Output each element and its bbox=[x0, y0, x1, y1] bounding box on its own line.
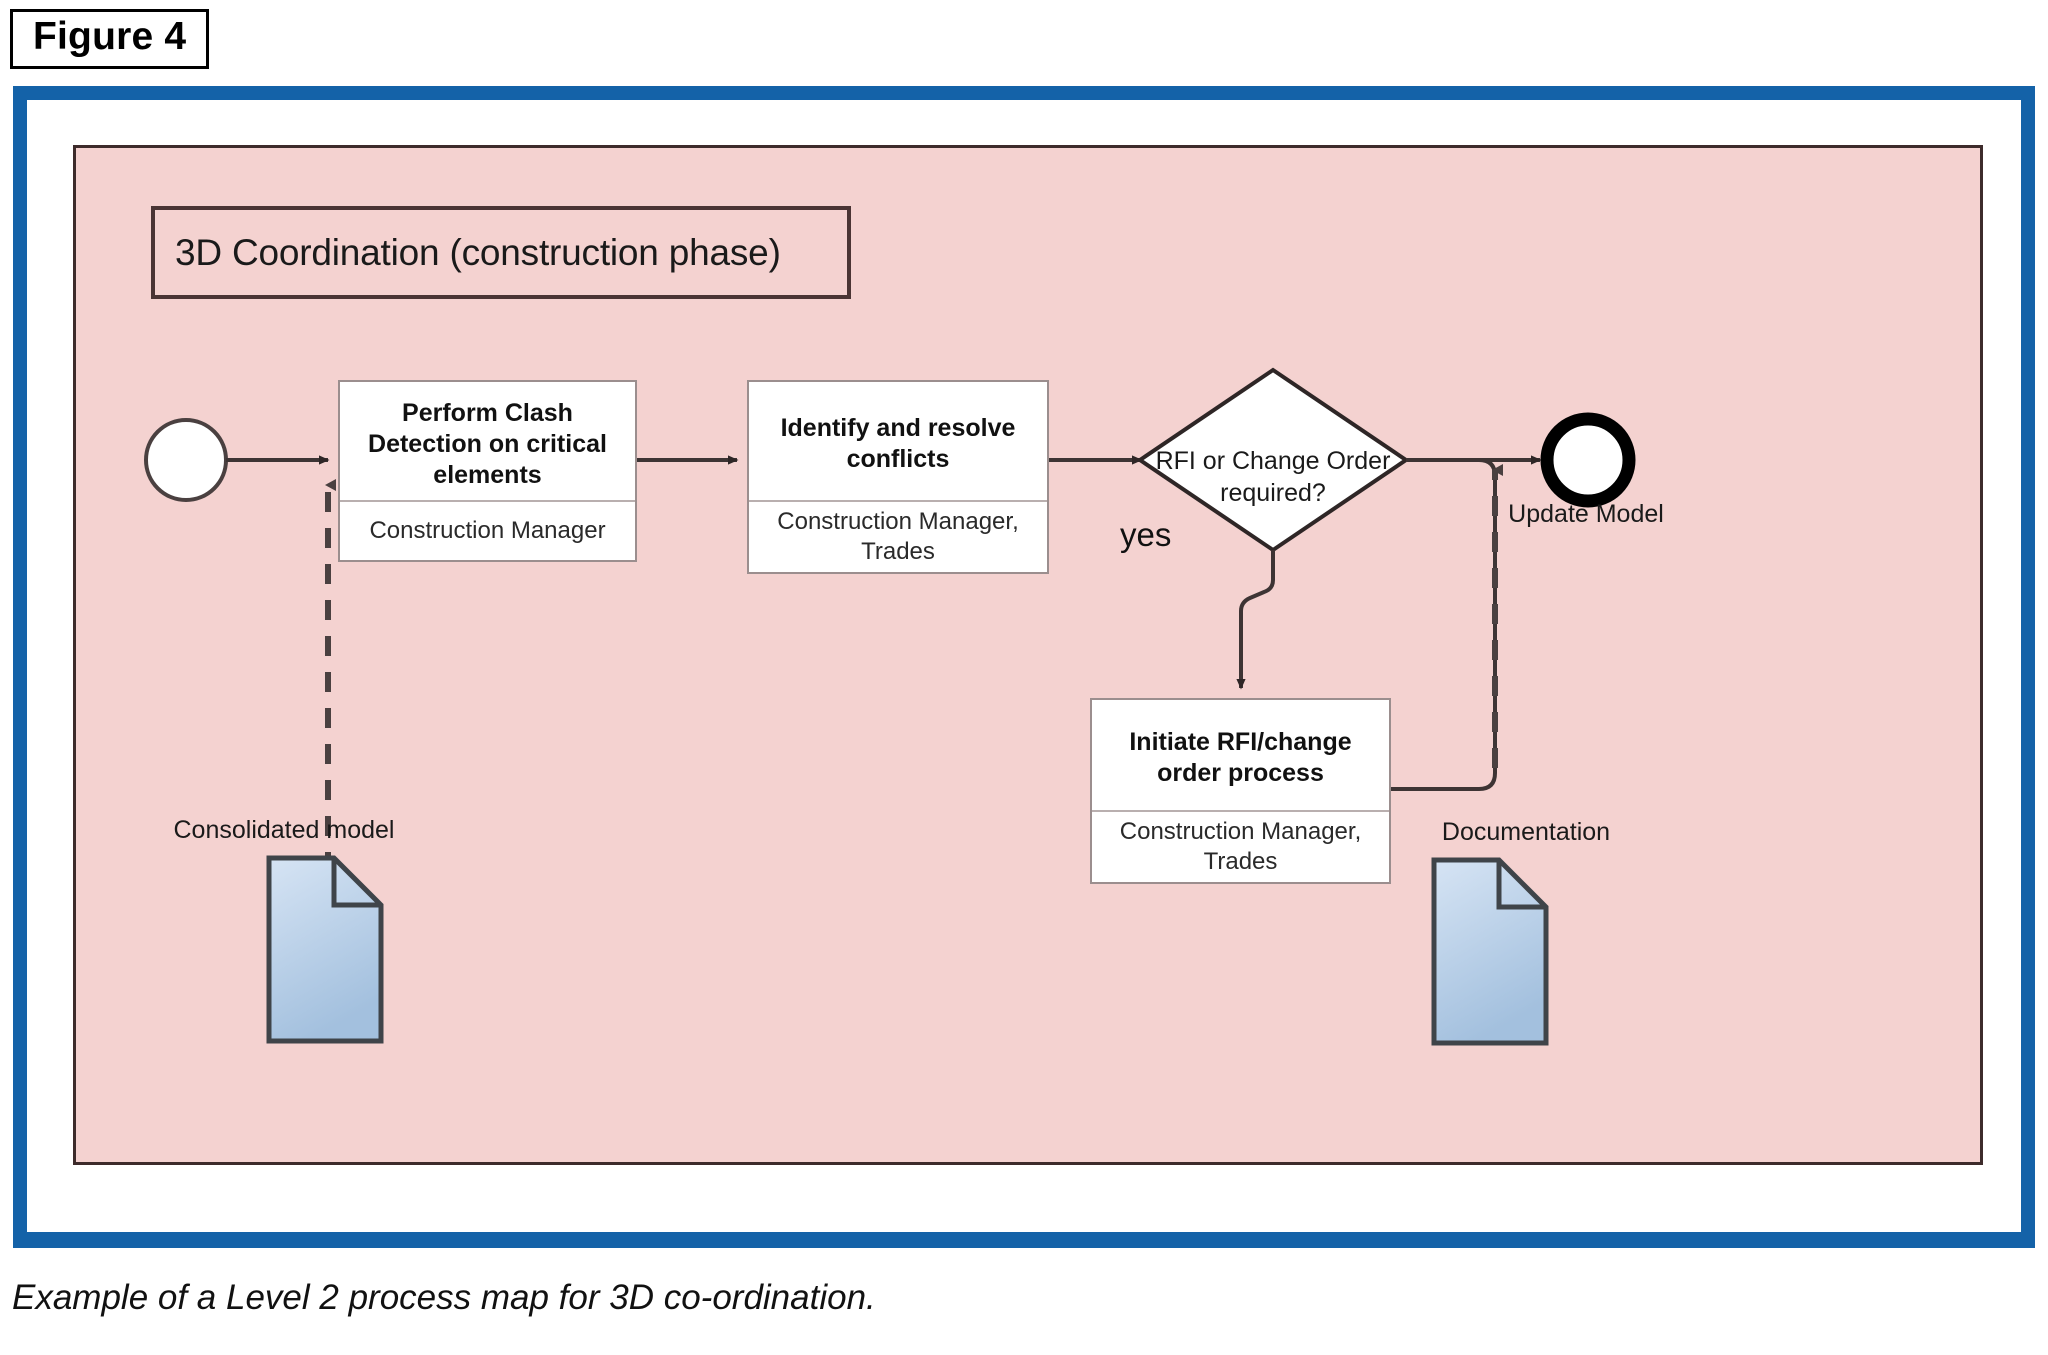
figure-caption: Example of a Level 2 process map for 3D … bbox=[12, 1278, 876, 1317]
task-title-text: Initiate RFI/change order process bbox=[1129, 728, 1352, 787]
start-event-icon bbox=[144, 418, 228, 502]
figure-frame-inner: 3D Coordination (construction phase) Per… bbox=[27, 100, 2021, 1232]
task-title: Identify and resolve conflicts bbox=[749, 382, 1047, 500]
figure-tag: Figure 4 bbox=[10, 9, 210, 69]
pool-title: 3D Coordination (construction phase) bbox=[151, 206, 851, 299]
document-icon-consolidated-model bbox=[266, 855, 384, 1044]
task-title: Perform Clash Detection on critical elem… bbox=[340, 382, 635, 500]
task-title: Initiate RFI/change order process bbox=[1092, 700, 1389, 810]
flow-gateway-yes-to-rfi bbox=[1236, 550, 1275, 690]
figure-frame-underline bbox=[13, 1243, 2035, 1248]
document-icon-documentation bbox=[1431, 857, 1549, 1046]
diagram-canvas bbox=[144, 367, 1636, 1046]
gateway-branch-label-yes: yes bbox=[1120, 516, 1172, 553]
end-event-label: Update Model bbox=[1508, 500, 1664, 528]
process-pool: 3D Coordination (construction phase) Per… bbox=[73, 145, 1983, 1165]
figure-frame: 3D Coordination (construction phase) Per… bbox=[13, 86, 2035, 1246]
document-fold-documentation bbox=[1496, 860, 1546, 910]
task-role: Construction Manager bbox=[340, 500, 635, 560]
task-title-text: Identify and resolve conflicts bbox=[780, 414, 1016, 473]
gateway-label: RFI or Change Order required? bbox=[1155, 447, 1391, 507]
pool-title-label: 3D Coordination (construction phase) bbox=[175, 231, 781, 273]
task-role: Construction Manager, Trades bbox=[749, 500, 1047, 572]
task-initiate-rfi-change-order[interactable]: Initiate RFI/change order process Constr… bbox=[1090, 698, 1391, 884]
task-perform-clash-detection[interactable]: Perform Clash Detection on critical elem… bbox=[338, 380, 637, 562]
artifact-label-documentation: Documentation bbox=[1441, 818, 1611, 846]
end-event-icon bbox=[1540, 412, 1636, 508]
document-fold-consolidated-model bbox=[331, 858, 381, 908]
task-title-text: Perform Clash Detection on critical elem… bbox=[368, 398, 607, 489]
task-role: Construction Manager, Trades bbox=[1092, 810, 1389, 882]
task-identify-resolve-conflicts[interactable]: Identify and resolve conflicts Construct… bbox=[747, 380, 1049, 574]
artifact-label-consolidated-model: Consolidated model bbox=[173, 816, 395, 844]
